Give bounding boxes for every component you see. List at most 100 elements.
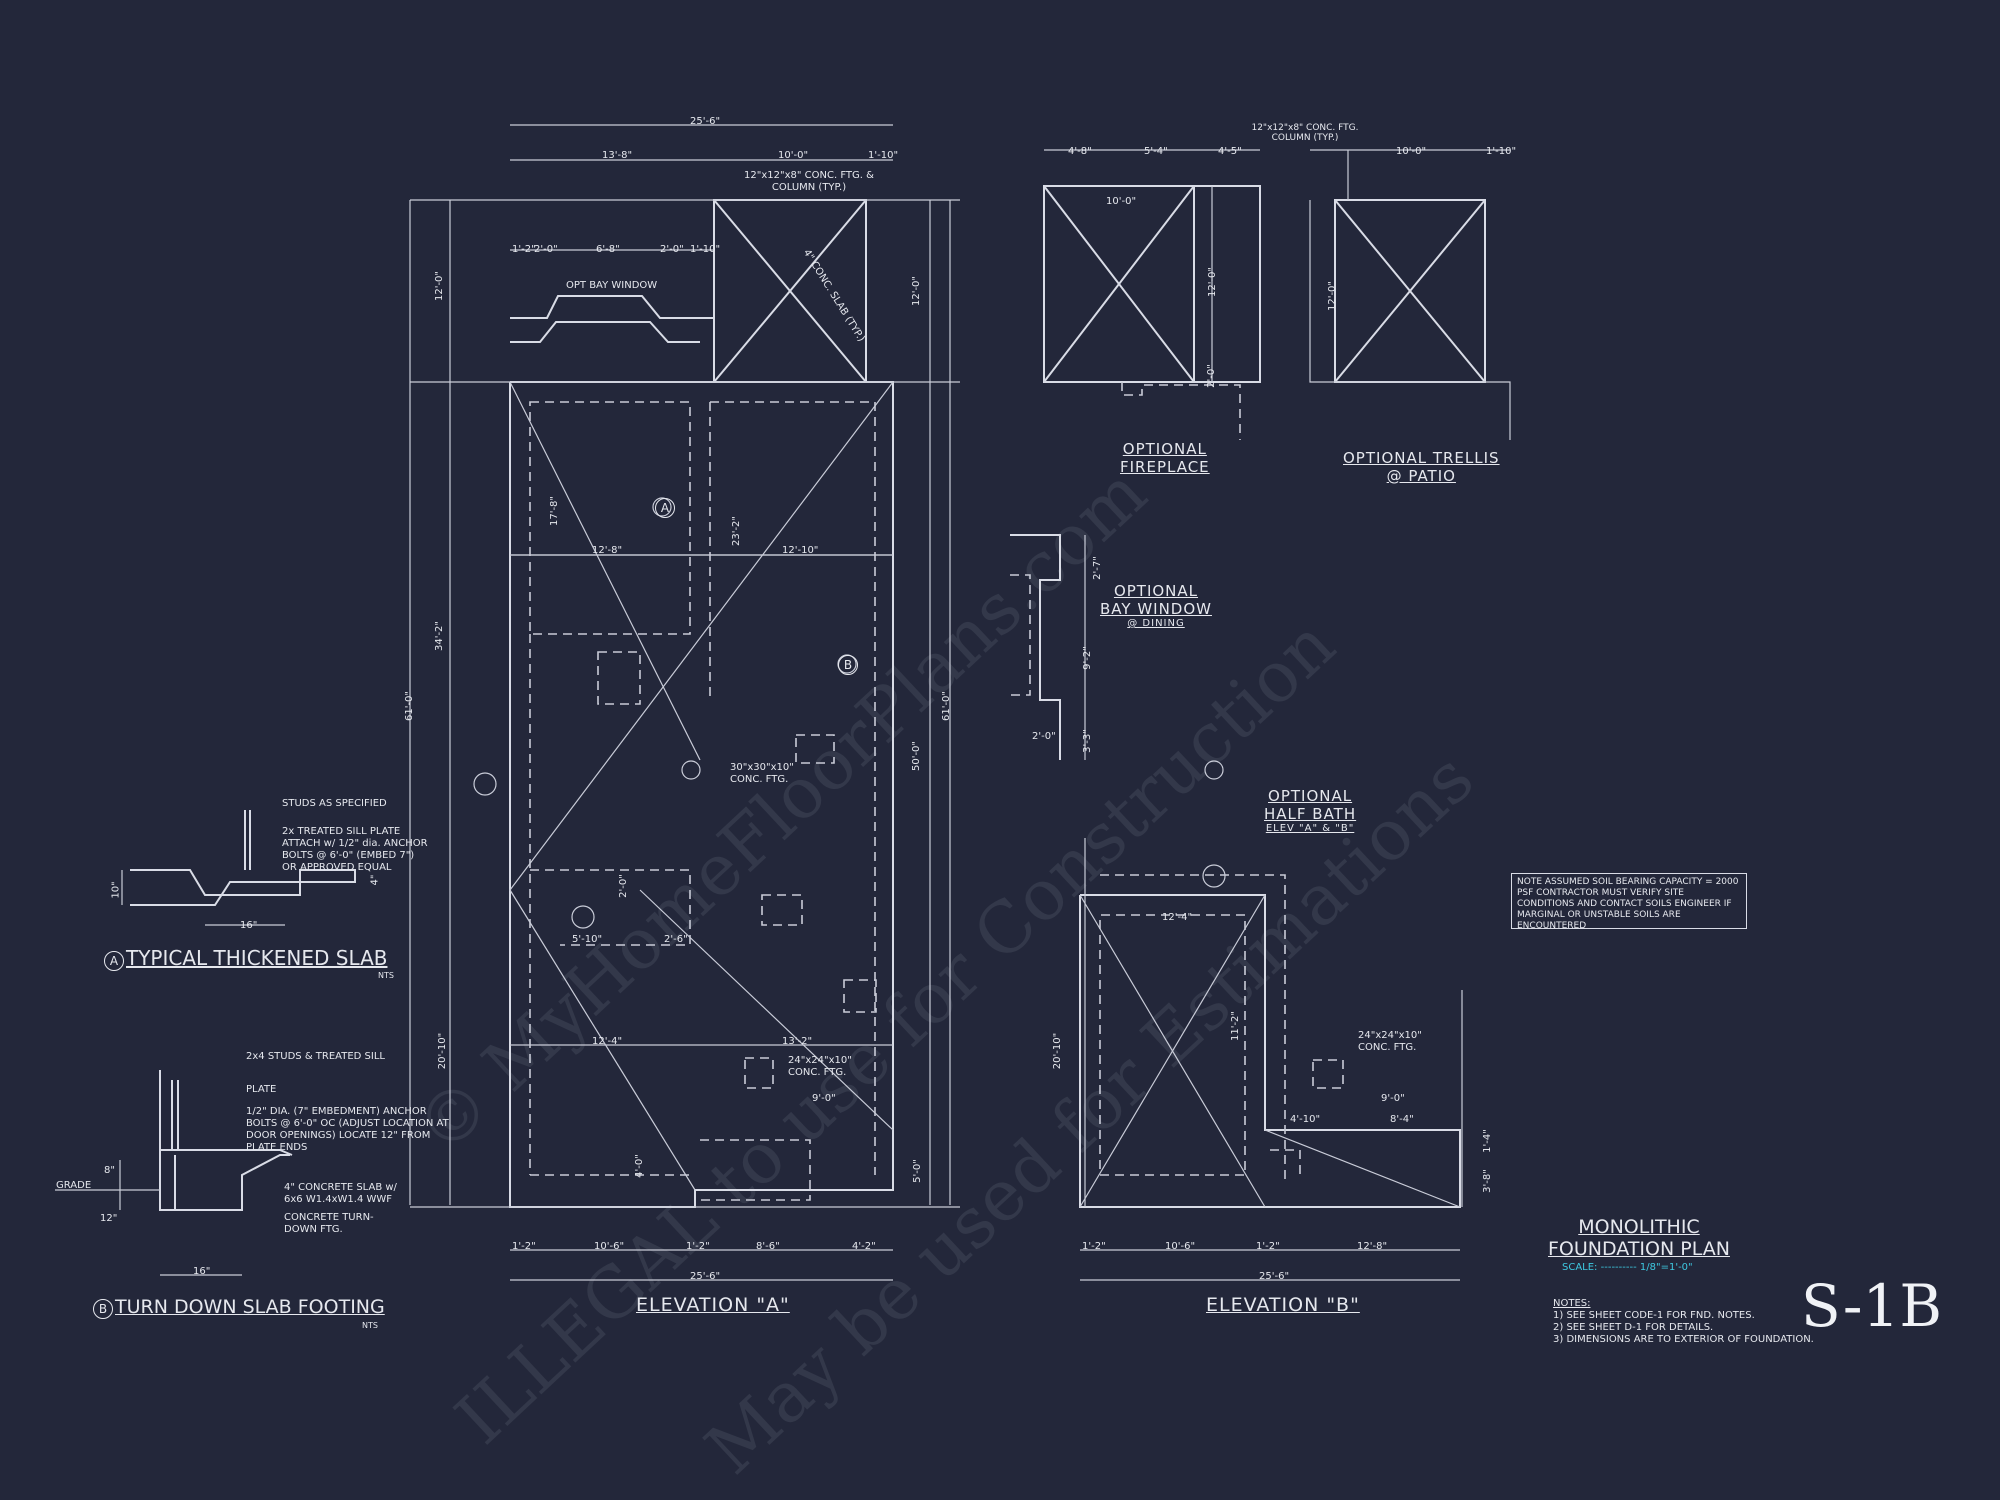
note-item-3: 3) DIMENSIONS ARE TO EXTERIOR OF FOUNDAT… <box>1553 1334 1814 1345</box>
optional-fireplace-outline <box>1043 149 1261 440</box>
elev-a-bay-dim-4: 2'-0" <box>660 244 684 255</box>
elev-a-dim-overall-top: 25'-6" <box>690 116 721 127</box>
optional-trellis-outline <box>1309 149 1511 440</box>
soil-bearing-note: NOTE ASSUMED SOIL BEARING CAPACITY = 200… <box>1511 873 1747 931</box>
sheet-title-line-2: FOUNDATION PLAN <box>1548 1238 1730 1260</box>
elev-a-opt-bay-label: OPT BAY WINDOW <box>566 280 658 291</box>
elev-a-ftg-30-note: 30"x30"x10" CONC. FTG. <box>730 762 794 785</box>
detail-b-grade-label: GRADE <box>56 1180 92 1191</box>
notes-heading: NOTES: <box>1553 1298 1591 1309</box>
elev-b-ftg-24-note: 24"x24"x10" CONC. FTG. <box>1358 1030 1422 1053</box>
optional-bay-dining-line-3: @ DINING <box>1127 618 1185 629</box>
sheet-scale-value: 1/8"=1'-0" <box>1639 1262 1693 1273</box>
detail-a-dim-depth: 10" <box>110 881 122 899</box>
detail-b-marker: B <box>93 1299 113 1319</box>
note-item-2: 2) SEE SHEET D-1 FOR DETAILS. <box>1553 1322 1714 1333</box>
fireplace-dim-3: 4'-5" <box>1218 146 1242 157</box>
trellis-dim-3: 12'-0" <box>1327 280 1339 312</box>
sheet-scale: SCALE: ---------- 1/8"=1'-0" <box>1562 1262 1693 1273</box>
elev-b-dim-1: 12'-4" <box>1162 912 1193 923</box>
trellis-dim-2: 1'-10" <box>1486 146 1517 157</box>
elev-b-dim-2: 11'-2" <box>1230 1010 1242 1042</box>
elev-a-dim-right-3: 50'-0" <box>911 740 923 772</box>
optional-bay-dining-outline <box>1010 534 1086 760</box>
elev-a-marker-b: B <box>838 655 860 675</box>
elev-a-dim-left-2: 34'-2" <box>434 620 446 652</box>
detail-a-dim-slab: 4" <box>369 874 381 886</box>
elev-b-dim-6: 4'-10" <box>1290 1114 1321 1125</box>
elev-a-dim-int-2: 23'-2" <box>731 515 743 547</box>
bay-dining-dim-4: 2'-0" <box>1032 731 1056 742</box>
optional-bay-dining-line-2: BAY WINDOW <box>1100 600 1212 618</box>
elev-a-dim-bottom-5: 4'-2" <box>852 1241 876 1252</box>
elev-b-dim-bottom-4: 12'-8" <box>1357 1241 1388 1252</box>
detail-b-note-anchors: 1/2" DIA. (7" EMBEDMENT) ANCHOR BOLTS @ … <box>246 1106 449 1153</box>
fireplace-dim-5: 12'-0" <box>1207 266 1219 298</box>
optional-bay-dining-title: OPTIONAL BAY WINDOW @ DINING <box>1100 582 1212 629</box>
detail-b-scale: NTS <box>362 1321 378 1330</box>
elev-a-dim-int-8: 13'-2" <box>782 1036 813 1047</box>
elev-a-dim-int-5: 5'-10" <box>572 934 603 945</box>
elev-b-dim-bottom-1: 1'-2" <box>1082 1241 1106 1252</box>
elev-a-dim-int-6: 2'-6" <box>664 934 688 945</box>
elev-b-dim-bottom-overall: 25'-6" <box>1259 1271 1290 1282</box>
elev-a-dim-int-10: 4'-0" <box>633 1154 645 1178</box>
detail-a-drawing <box>121 810 356 926</box>
elev-a-dim-left-3: 61'-0" <box>404 690 416 722</box>
elev-b-dim-4: 8'-4" <box>1390 1114 1414 1125</box>
optional-trellis-title: OPTIONAL TRELLIS @ PATIO <box>1343 449 1500 485</box>
detail-b-note-plate: PLATE <box>246 1084 277 1095</box>
detail-a-dim-width: 16" <box>240 920 258 931</box>
elev-a-dim-left-1: 12'-0" <box>434 270 446 302</box>
optional-trellis-line-1: OPTIONAL TRELLIS <box>1343 449 1500 467</box>
sheet-title: MONOLITHIC FOUNDATION PLAN <box>1548 1216 1730 1260</box>
sheet-scale-label: SCALE: <box>1562 1262 1598 1273</box>
note-item-1: 1) SEE SHEET CODE-1 FOR FND. NOTES. <box>1553 1310 1755 1321</box>
optional-fireplace-line-2: FIREPLACE <box>1120 458 1210 476</box>
elev-a-dim-left-4: 20'-10" <box>437 1032 449 1070</box>
elev-a-bay-dim-5: 1'-10" <box>690 244 721 255</box>
optional-trellis-line-2: @ PATIO <box>1386 467 1456 485</box>
detail-b-note-slab: 4" CONCRETE SLAB w/ 6x6 W1.4xW1.4 WWF <box>284 1182 397 1205</box>
detail-a-scale: NTS <box>378 971 394 980</box>
detail-a-note-studs: STUDS AS SPECIFIED <box>282 798 387 809</box>
elev-a-bay-dim-2: 2'-0" <box>534 244 558 255</box>
sheet-title-line-1: MONOLITHIC <box>1578 1216 1700 1238</box>
elev-a-dim-bottom-2: 10'-6" <box>594 1241 625 1252</box>
elev-b-dim-7: 3'-8" <box>1481 1169 1493 1193</box>
elevation-b-title: ELEVATION "B" <box>1206 1294 1360 1316</box>
fireplace-dim-1: 4'-8" <box>1068 146 1092 157</box>
detail-a-title-text: TYPICAL THICKENED SLAB <box>126 946 388 970</box>
fireplace-dim-4: 10'-0" <box>1106 196 1137 207</box>
elev-a-dim-bottom-overall: 25'-6" <box>690 1271 721 1282</box>
fireplace-dim-2: 5'-4" <box>1144 146 1168 157</box>
elevation-a-title: ELEVATION "A" <box>636 1294 790 1316</box>
detail-b-drawing <box>55 1070 293 1276</box>
elev-a-column-note: 12"x12"x8" CONC. FTG. & COLUMN (TYP.) <box>744 170 874 193</box>
elev-b-dim-5: 9'-0" <box>1381 1093 1405 1104</box>
optional-fireplace-title: OPTIONAL FIREPLACE <box>1120 440 1210 476</box>
elev-b-dim-3: 20'-10" <box>1052 1032 1064 1070</box>
optional-bay-dining-line-1: OPTIONAL <box>1113 582 1199 600</box>
detail-b-note-studs: 2x4 STUDS & TREATED SILL <box>246 1051 385 1062</box>
optional-half-bath-title: OPTIONAL HALF BATH ELEV "A" & "B" <box>1264 787 1356 834</box>
elev-a-dim-right-4: 5'-0" <box>911 1159 923 1183</box>
elev-a-dim-top-left: 13'-8" <box>602 150 633 161</box>
bay-dining-dim-2: 9'-2" <box>1081 646 1093 670</box>
detail-b-note-ftg: CONCRETE TURN-DOWN FTG. <box>284 1212 374 1235</box>
elev-a-bay-dim-1: 1'-2" <box>512 244 536 255</box>
elev-b-dim-bottom-2: 10'-6" <box>1165 1241 1196 1252</box>
elev-b-dim-bottom-3: 1'-2" <box>1256 1241 1280 1252</box>
detail-b-title-text: TURN DOWN SLAB FOOTING <box>115 1296 385 1318</box>
optional-half-bath-line-3: ELEV "A" & "B" <box>1265 823 1355 834</box>
elevation-b-outline <box>681 760 1463 1281</box>
elevation-a-outline <box>409 124 960 1281</box>
detail-a-marker: A <box>104 951 124 971</box>
elev-a-dim-int-9: 9'-0" <box>812 1093 836 1104</box>
optional-half-bath-line-1: OPTIONAL <box>1268 787 1353 805</box>
sheet-number: S-1B <box>1801 1272 1942 1340</box>
elev-a-dim-top-right: 1'-10" <box>868 150 899 161</box>
